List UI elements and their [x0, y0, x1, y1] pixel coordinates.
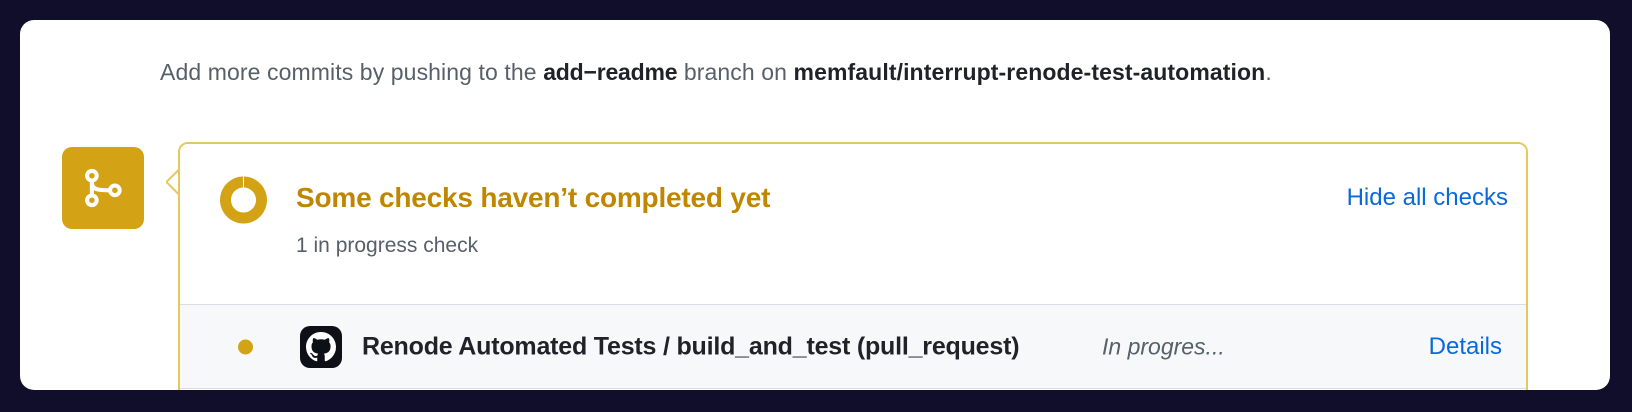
table-row[interactable]: Renode Automated Tests / build_and_test … [180, 305, 1526, 388]
commit-notice-middle: branch on [677, 59, 794, 85]
check-name: Renode Automated Tests / build_and_test … [362, 332, 1020, 360]
page-card: Add more commits by pushing to the add−r… [20, 20, 1610, 390]
row-divider [180, 388, 1526, 389]
commit-notice-period: . [1265, 59, 1272, 85]
header-divider [180, 304, 1526, 305]
commit-notice: Add more commits by pushing to the add−r… [160, 57, 1272, 87]
details-link[interactable]: Details [1428, 332, 1502, 360]
repository-name: memfault/interrupt-renode-test-automatio… [793, 59, 1266, 85]
pull-request-status-avatar [62, 147, 144, 229]
next-row-placeholder [180, 389, 1526, 390]
yellow-dot-icon [238, 339, 253, 354]
commit-notice-lead: Add more commits by pushing to the [160, 59, 544, 85]
git-pull-request-icon [80, 165, 126, 211]
checks-header: Some checks haven’t completed yet 1 in p… [180, 144, 1526, 304]
in-progress-ring-icon [214, 170, 274, 235]
hide-all-checks-link[interactable]: Hide all checks [1346, 184, 1508, 211]
checks-subtitle: 1 in progress check [296, 234, 479, 257]
check-status-text: In progres... [1102, 333, 1225, 359]
github-icon [300, 325, 342, 368]
checks-panel: Some checks haven’t completed yet 1 in p… [178, 142, 1528, 390]
checks-title: Some checks haven’t completed yet [296, 182, 771, 213]
branch-name: add−readme [543, 59, 678, 85]
